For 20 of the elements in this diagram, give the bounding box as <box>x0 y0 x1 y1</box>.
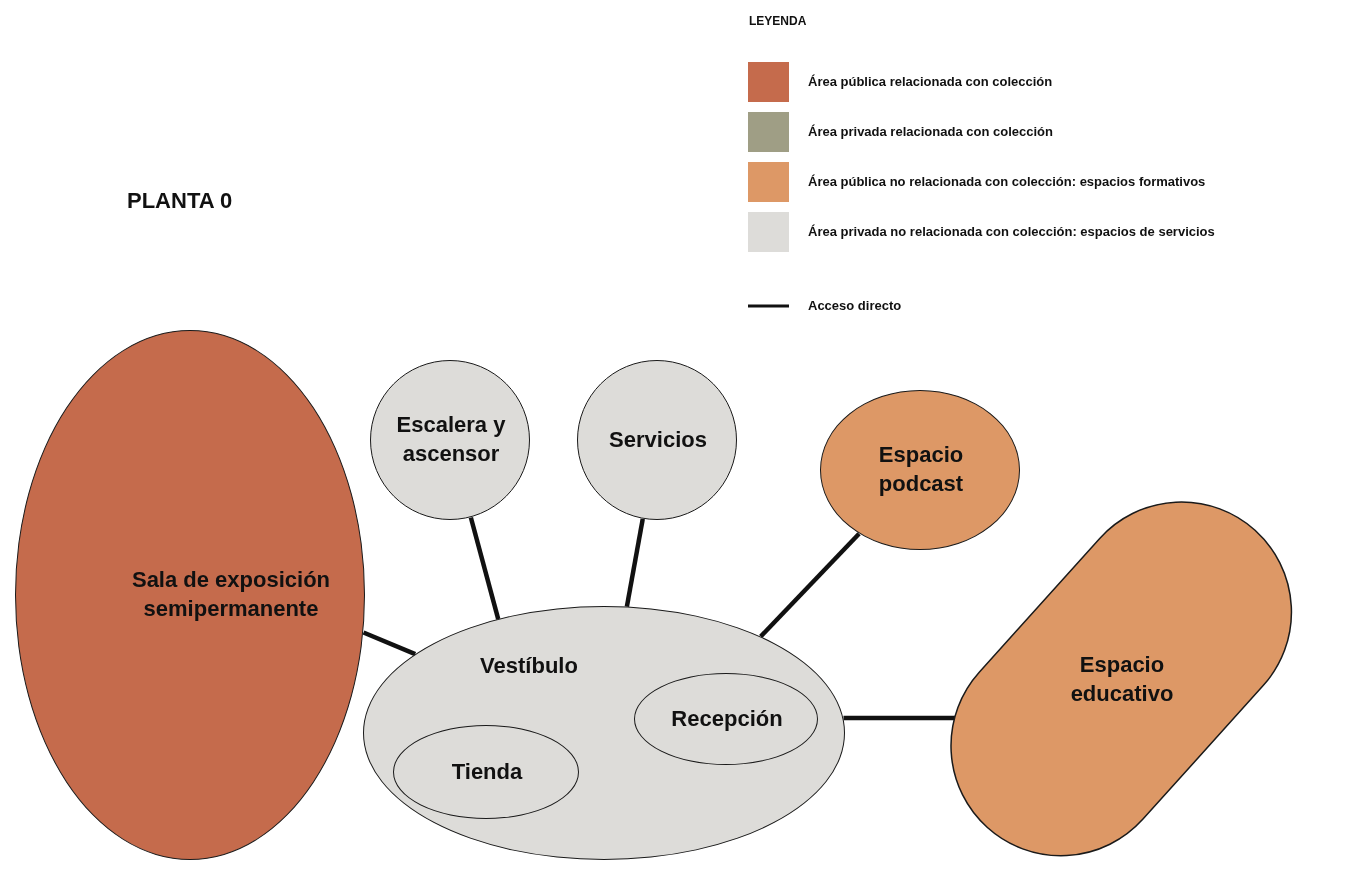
legend-text: Área privada relacionada con colección <box>808 124 1053 139</box>
area-label: Recepción <box>670 704 784 733</box>
connector-line <box>759 532 861 639</box>
legend-heading: LEYENDA <box>749 14 807 28</box>
plan-title: PLANTA 0 <box>127 188 233 214</box>
area-label: Tienda <box>450 757 524 786</box>
area-label: Sala de exposición semipermanente <box>130 566 332 623</box>
area-label: Servicios <box>608 425 708 454</box>
legend-text: Acceso directo <box>808 298 902 313</box>
area-label: Espacio podcast <box>877 441 965 498</box>
connector-line <box>624 518 645 608</box>
legend-text: Área pública no relacionada con colección: espacios formativos <box>808 174 1206 189</box>
area-capsule <box>951 503 1293 857</box>
connector-line <box>843 715 956 721</box>
area-label: Espacio educativo <box>1069 651 1175 708</box>
area-label: Escalera y ascensor <box>395 411 507 468</box>
legend-text: Área pública relacionada con colección <box>808 74 1053 89</box>
legend-text: Área privada no relacionada con colección: espacios de servicios <box>808 224 1215 239</box>
area-label: Vestíbulo <box>479 652 579 680</box>
connector-line <box>468 516 501 620</box>
